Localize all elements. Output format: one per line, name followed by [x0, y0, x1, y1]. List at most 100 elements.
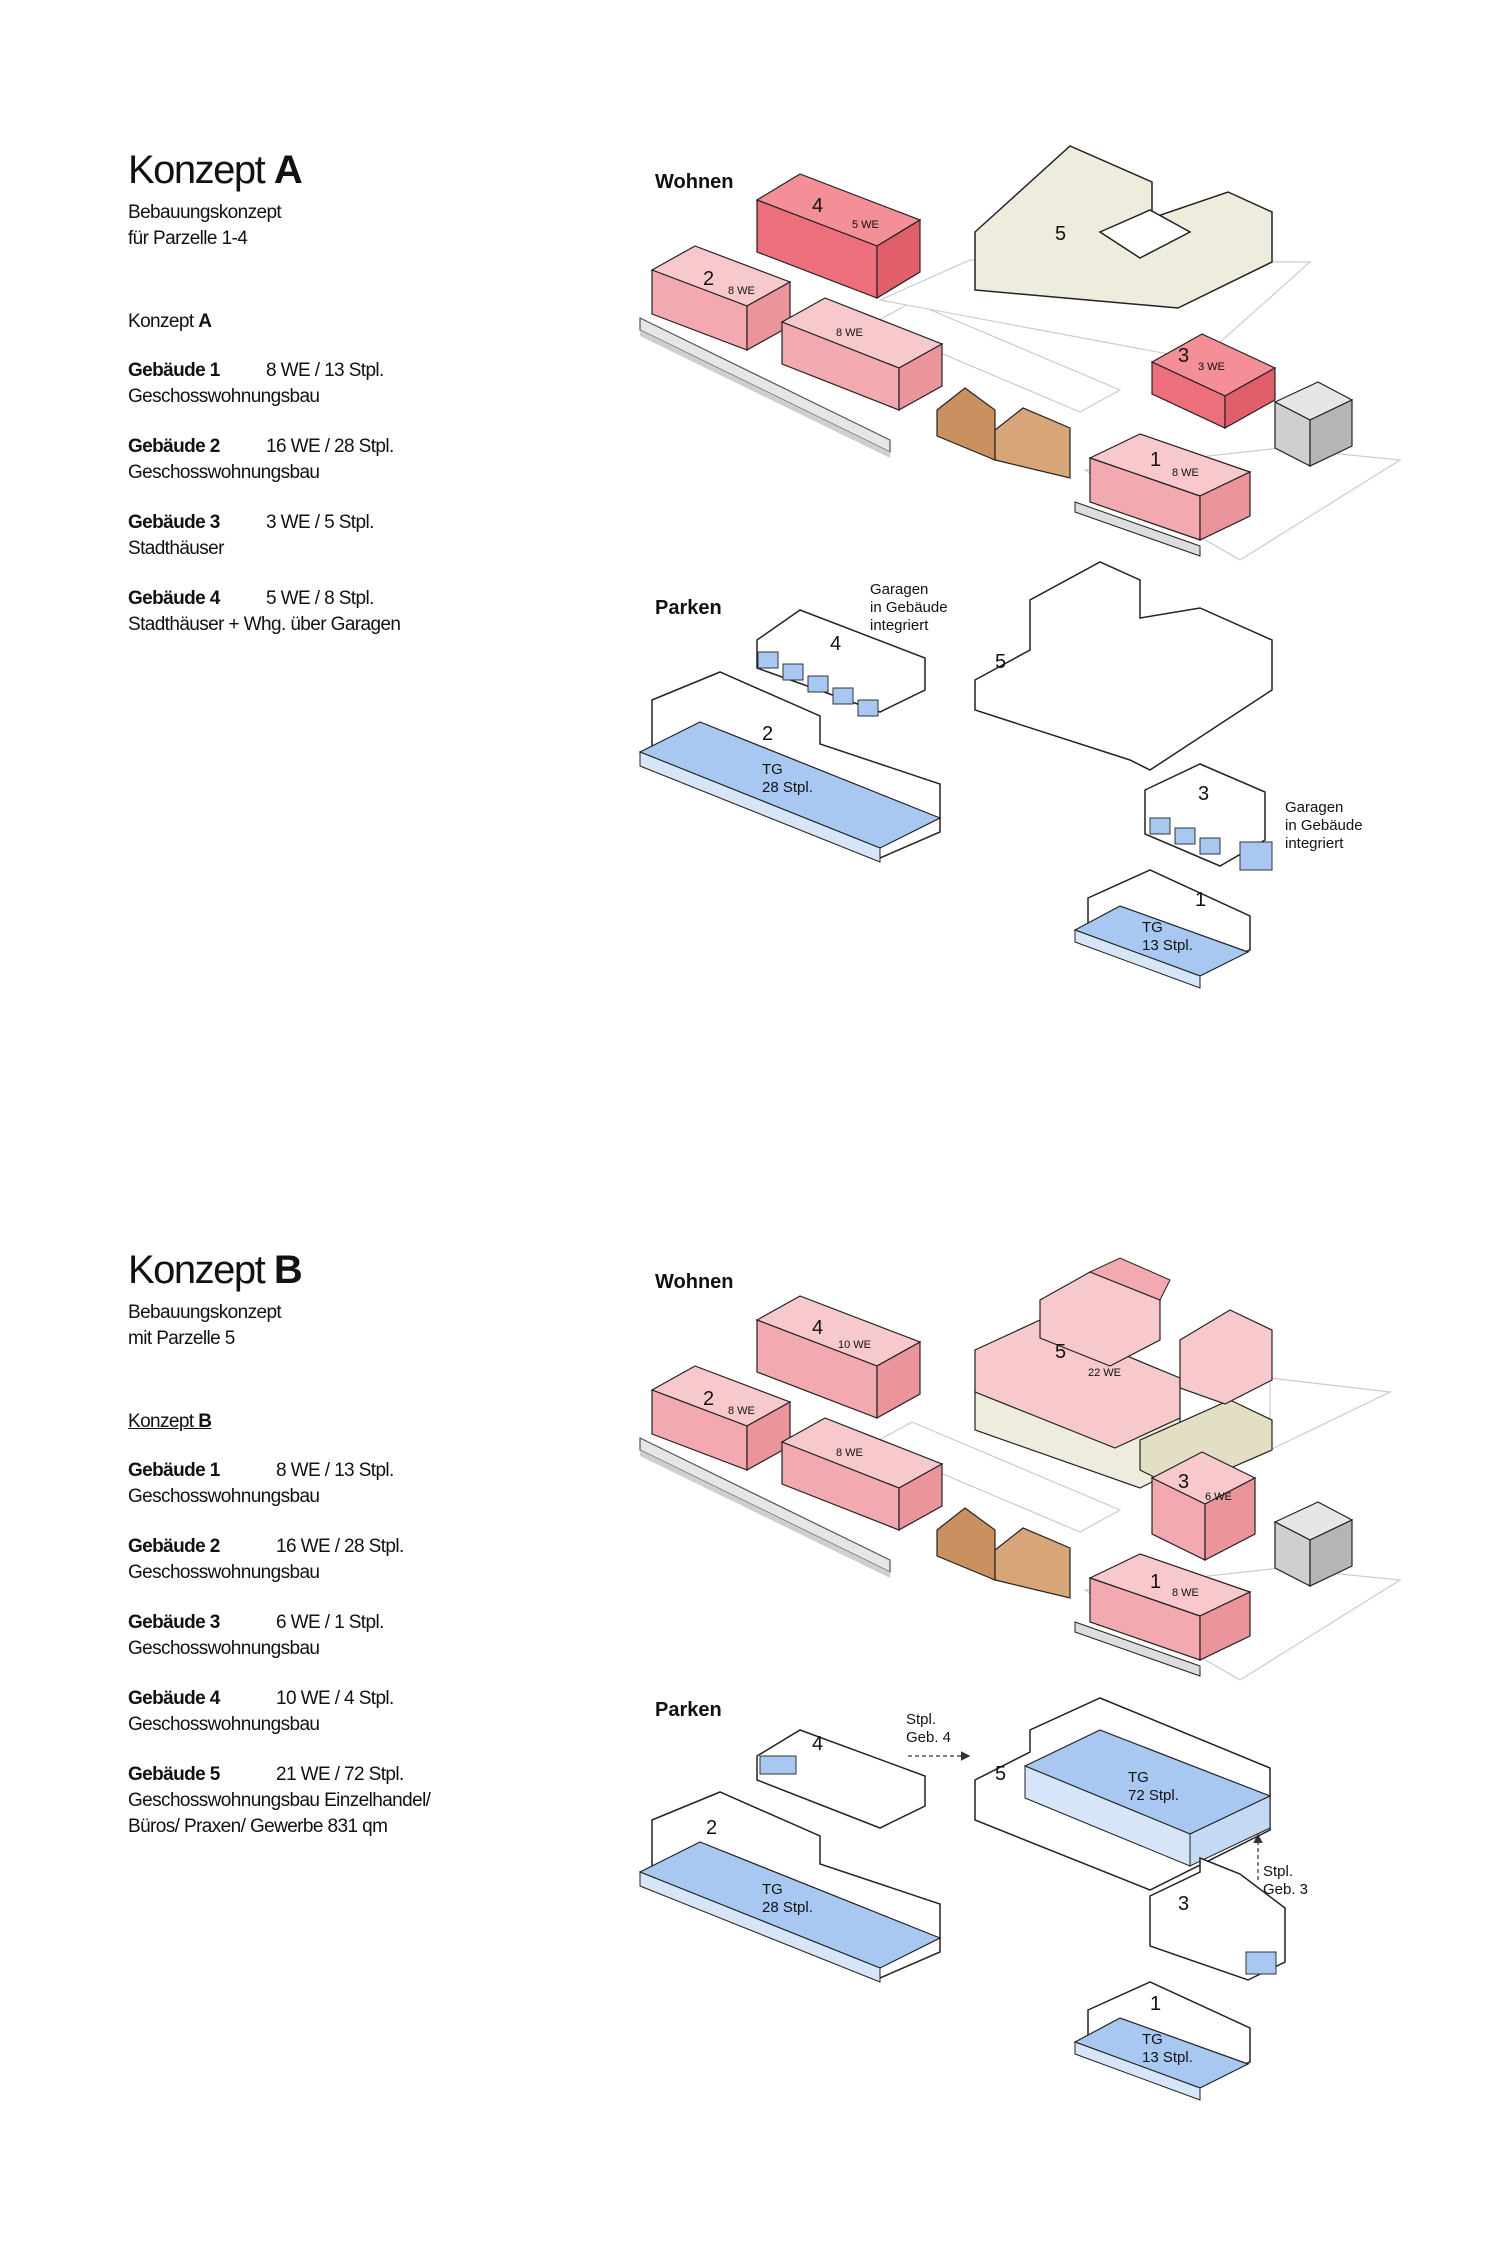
building-1-number: 1 — [1150, 1571, 1161, 1593]
parcel-5-number: 5 — [995, 651, 1006, 673]
parcel-3-number: 3 — [1198, 783, 1209, 805]
parcel-4-number: 4 — [812, 1733, 823, 1755]
stpl-geb3-note: Stpl. — [1263, 1863, 1293, 1880]
parcel-1-number: 1 — [1150, 1993, 1161, 2015]
konzept-b-title: Konzept B — [128, 1248, 303, 1292]
building-5-wing — [1179, 1309, 1273, 1405]
parcel-2-tg-stpl: 28 Stpl. — [762, 1899, 813, 1916]
building-5-number: 5 — [1055, 223, 1066, 245]
konzept-a-text: Konzept A Bebauungskonzept für Parzelle … — [128, 146, 558, 638]
building-5-number: 5 — [1055, 1341, 1066, 1363]
parcel-2-tg-stpl: 28 Stpl. — [762, 779, 813, 796]
building-1-side — [1199, 1591, 1251, 1661]
konzept-b-label: Konzept B — [128, 1411, 212, 1432]
konzept-a-label: Konzept A — [128, 311, 212, 332]
building-2b-side — [898, 342, 943, 412]
subtitle-line: Bebauungskonzept — [128, 1302, 282, 1323]
parcel-5-outline — [974, 561, 1273, 771]
konzept-b-subtitle: Bebauungskonzept mit Parzelle 5 — [128, 1300, 558, 1352]
parcel-5-number: 5 — [995, 1763, 1006, 1785]
garage-box — [759, 1755, 797, 1775]
subtitle-line: für Parzelle 1-4 — [128, 228, 248, 249]
parcel-4-outline — [756, 1729, 926, 1829]
parcel-1-tg-stpl: 13 Stpl. — [1142, 2049, 1193, 2066]
parcel-2-number: 2 — [706, 1817, 717, 1839]
building-1-number: 1 — [1150, 449, 1161, 471]
building-2-number: 2 — [703, 268, 714, 290]
parcel-1-tg-edge — [1074, 929, 1201, 989]
parcel-1-tg-stpl: 13 Stpl. — [1142, 937, 1193, 954]
parcel-4-number: 4 — [830, 633, 841, 655]
building-4-side — [876, 1340, 921, 1420]
garage-box — [1199, 837, 1221, 855]
plot-outline — [870, 1421, 1122, 1533]
parken-label: Parken — [655, 597, 722, 619]
building-2-we: 8 WE — [728, 1405, 755, 1417]
building-1-base — [1074, 1621, 1201, 1677]
garagen-note: in Gebäude — [1285, 817, 1363, 834]
garage-box — [757, 651, 779, 669]
parcel-5-tg-side — [1189, 1795, 1271, 1867]
wohnen-label: Wohnen — [655, 171, 734, 193]
parcel-1-number: 1 — [1195, 889, 1206, 911]
building-4-side — [876, 218, 921, 300]
parcel-5-tg-stpl: 72 Stpl. — [1128, 1787, 1179, 1804]
building-3-number: 3 — [1178, 345, 1189, 367]
building-3-side — [1224, 366, 1276, 430]
subtitle-line: Bebauungskonzept — [128, 202, 282, 223]
brown-house — [936, 387, 996, 461]
garage-box — [1239, 841, 1273, 871]
parken-label: Parken — [655, 1699, 722, 1721]
garage-box — [1174, 827, 1196, 845]
ground-plate-edge — [640, 1450, 890, 1578]
building-3-we: 6 WE — [1205, 1491, 1232, 1503]
building-4-we: 5 WE — [852, 219, 879, 231]
garagen-note: integriert — [1285, 835, 1344, 852]
konzept-a-subtitle: Bebauungskonzept für Parzelle 1-4 — [128, 200, 558, 252]
building-5-wing-top — [1088, 1257, 1171, 1301]
building-5-we: 22 WE — [1088, 1367, 1121, 1379]
wohnen-label: Wohnen — [655, 1271, 734, 1293]
building-2-we: 8 WE — [728, 285, 755, 297]
parcel-1-tg-edge — [1074, 2041, 1201, 2101]
gray-building — [1309, 399, 1353, 467]
gray-building — [1309, 1519, 1353, 1587]
konzept-a-title: Konzept A — [128, 148, 303, 192]
garage-box — [782, 663, 804, 681]
konzept-a-wohnen: Wohnen 5 4 5 WE 2 8 WE 8 WE — [639, 145, 1402, 561]
subtitle-line: mit Parzelle 5 — [128, 1328, 235, 1349]
parcel-1-tg-label: TG — [1142, 919, 1163, 936]
building-3-side — [1204, 1477, 1256, 1561]
parcel-5-tg-label: TG — [1128, 1769, 1149, 1786]
parcel-2-tg-edge — [639, 751, 881, 863]
building-4-we: 10 WE — [838, 1339, 871, 1351]
building-4-number: 4 — [812, 195, 823, 217]
brown-house — [994, 407, 1071, 479]
garage-box — [1245, 1951, 1277, 1975]
building-1-base — [1074, 501, 1201, 557]
building-3-number: 3 — [1178, 1471, 1189, 1493]
parcel-4-outline — [756, 609, 926, 713]
konzept-b-parken: Parken 4 Stpl. Geb. 4 5 TG 72 Stpl. Stpl… — [638, 1697, 1308, 2101]
building-2-number: 2 — [703, 1388, 714, 1410]
building-5-courtyard — [1098, 209, 1192, 259]
parcel-2-tg-edge — [639, 1871, 881, 1983]
parcel-2-number: 2 — [762, 723, 773, 745]
parcel-2-tg-label: TG — [762, 761, 783, 778]
parcel-1-tg-label: TG — [1142, 2031, 1163, 2048]
garage-box — [807, 675, 829, 693]
garage-box — [1149, 817, 1171, 835]
garage-box — [832, 687, 854, 705]
building-1-we: 8 WE — [1172, 1587, 1199, 1599]
parcel-3-outline — [1149, 1856, 1286, 1981]
garage-box — [857, 699, 879, 717]
stpl-geb4-note: Stpl. — [906, 1711, 936, 1728]
stpl-geb3-note: Geb. 3 — [1263, 1881, 1308, 1898]
